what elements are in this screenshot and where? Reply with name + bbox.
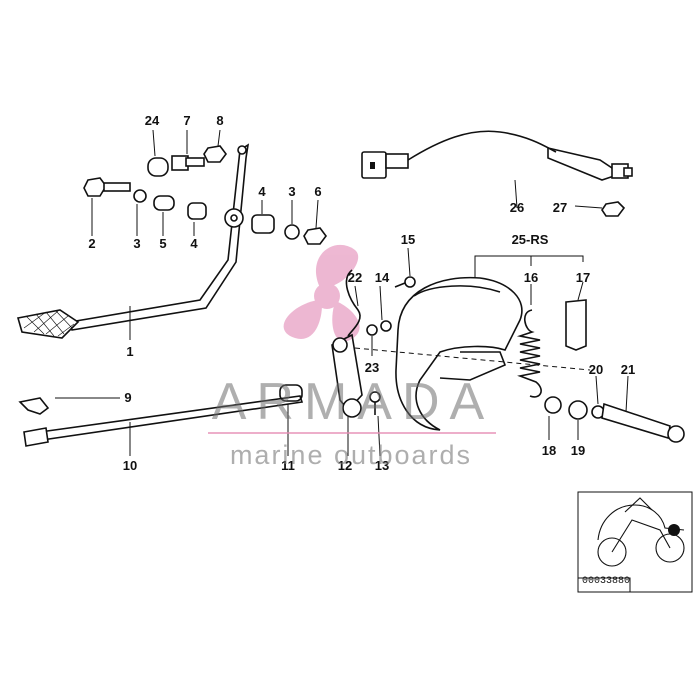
label-19: 19 — [571, 443, 585, 458]
label-6: 6 — [314, 184, 321, 199]
washer-3a — [133, 189, 147, 203]
cap-24 — [147, 157, 169, 177]
label-2: 2 — [88, 236, 95, 251]
bolt-7 — [171, 155, 205, 171]
label-23: 23 — [365, 360, 379, 375]
bushing-4b — [251, 214, 275, 234]
brake-rod-10 — [23, 395, 304, 447]
pedal-pad — [16, 309, 80, 339]
label-4b: 4 — [258, 184, 266, 199]
reference-number: 00033880 — [582, 576, 631, 587]
washer-3b — [284, 224, 300, 240]
brake-light-switch-cable — [361, 130, 633, 181]
label-4a: 4 — [190, 236, 198, 251]
label-17: 17 — [576, 270, 590, 285]
washer-23 — [366, 324, 378, 336]
label-14: 14 — [375, 270, 390, 285]
label-8: 8 — [216, 113, 223, 128]
label-11: 11 — [281, 458, 295, 473]
label-10: 10 — [123, 458, 137, 473]
label-12: 12 — [338, 458, 352, 473]
highlight-marker — [668, 524, 680, 536]
label-15: 15 — [401, 232, 415, 247]
spring-22 — [345, 269, 361, 337]
washer-14 — [380, 320, 392, 332]
motorcycle-reference-thumbnail — [577, 491, 693, 593]
cam-lever-12 — [331, 333, 363, 418]
washer-19 — [568, 400, 588, 420]
nut-27 — [601, 201, 626, 217]
part-number-labels: 24 7 8 2 3 5 4 4 3 6 1 9 10 11 12 13 15 … — [88, 113, 635, 473]
label-22: 22 — [348, 270, 362, 285]
label-21: 21 — [621, 362, 635, 377]
label-27: 27 — [553, 200, 567, 215]
brake-pedal — [16, 143, 250, 339]
label-9: 9 — [124, 390, 131, 405]
clip-17 — [565, 299, 587, 351]
label-26: 26 — [510, 200, 524, 215]
label-3a: 3 — [133, 236, 140, 251]
screw-15 — [394, 276, 416, 288]
leader-lines — [55, 129, 629, 457]
washer-18 — [544, 396, 562, 414]
label-5: 5 — [159, 236, 166, 251]
adjuster-bolt-21 — [601, 402, 685, 443]
label-7: 7 — [183, 113, 190, 128]
label-1: 1 — [126, 344, 133, 359]
brake-shoe — [395, 276, 523, 431]
nut-6 — [303, 227, 327, 245]
watermark-tagline: marine outboards — [229, 440, 473, 470]
label-20: 20 — [589, 362, 603, 377]
watermark-divider — [208, 432, 496, 434]
watermark-propeller-logo — [283, 244, 360, 342]
label-16: 16 — [524, 270, 538, 285]
label-3b: 3 — [288, 184, 295, 199]
bushing-5 — [153, 195, 175, 211]
watermark-brand: ARMADA — [211, 373, 495, 431]
label-24: 24 — [145, 113, 160, 128]
clamp-9 — [18, 397, 50, 415]
nut-8 — [203, 145, 227, 163]
bushing-4a — [187, 202, 207, 220]
bolt-2 — [83, 177, 131, 197]
label-13: 13 — [375, 458, 389, 473]
bolt-13 — [369, 391, 381, 415]
spring-16 — [516, 309, 542, 398]
label-25-rs: 25-RS — [512, 232, 549, 247]
label-18: 18 — [542, 443, 556, 458]
